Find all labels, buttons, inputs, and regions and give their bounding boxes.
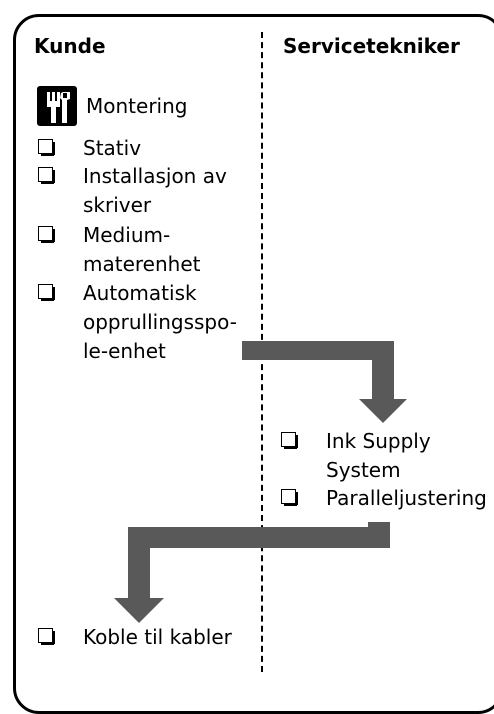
checklist-item-label: Ink Supply System: [326, 429, 431, 482]
checklist-item: Ink Supply System: [281, 427, 491, 487]
checklist-item-label: Paralleljustering: [326, 486, 487, 510]
checklist-item: Koble til kabler: [38, 623, 253, 653]
flow-arrow-to-technician: [242, 341, 407, 423]
checkbox-icon: [38, 628, 55, 645]
checkbox-icon: [38, 139, 55, 156]
checklist-item: Stativ: [38, 134, 248, 164]
checklist-item: Paralleljustering: [281, 484, 493, 514]
checklist-item-label: Automatisk opprullingsspo- le-enhet: [83, 281, 237, 363]
flow-arrows: [114, 341, 407, 623]
flow-arrow-to-customer: [114, 522, 390, 623]
checklist-item-label: Stativ: [83, 136, 142, 160]
checklist-item: Installasjon av skriver: [38, 162, 248, 222]
checklist-item: Automatisk opprullingsspo- le-enhet: [38, 279, 248, 369]
checklist-item-label: Installasjon av skriver: [83, 164, 227, 217]
technician-column-heading: Servicetekniker: [283, 34, 460, 58]
checklist-item-label: Koble til kabler: [83, 625, 232, 649]
checkbox-icon: [38, 284, 55, 301]
tools-icon: [37, 86, 77, 126]
checkbox-icon: [281, 432, 298, 449]
checklist-item-label: Medium- materenhet: [83, 223, 201, 276]
assembly-title: Montering: [86, 94, 188, 118]
checkbox-icon: [281, 489, 298, 506]
checkbox-icon: [38, 226, 55, 243]
customer-column-heading: Kunde: [34, 34, 106, 58]
checklist-item: Medium- materenhet: [38, 221, 248, 281]
assembly-section-heading: Montering: [37, 86, 187, 126]
checkbox-icon: [38, 167, 55, 184]
